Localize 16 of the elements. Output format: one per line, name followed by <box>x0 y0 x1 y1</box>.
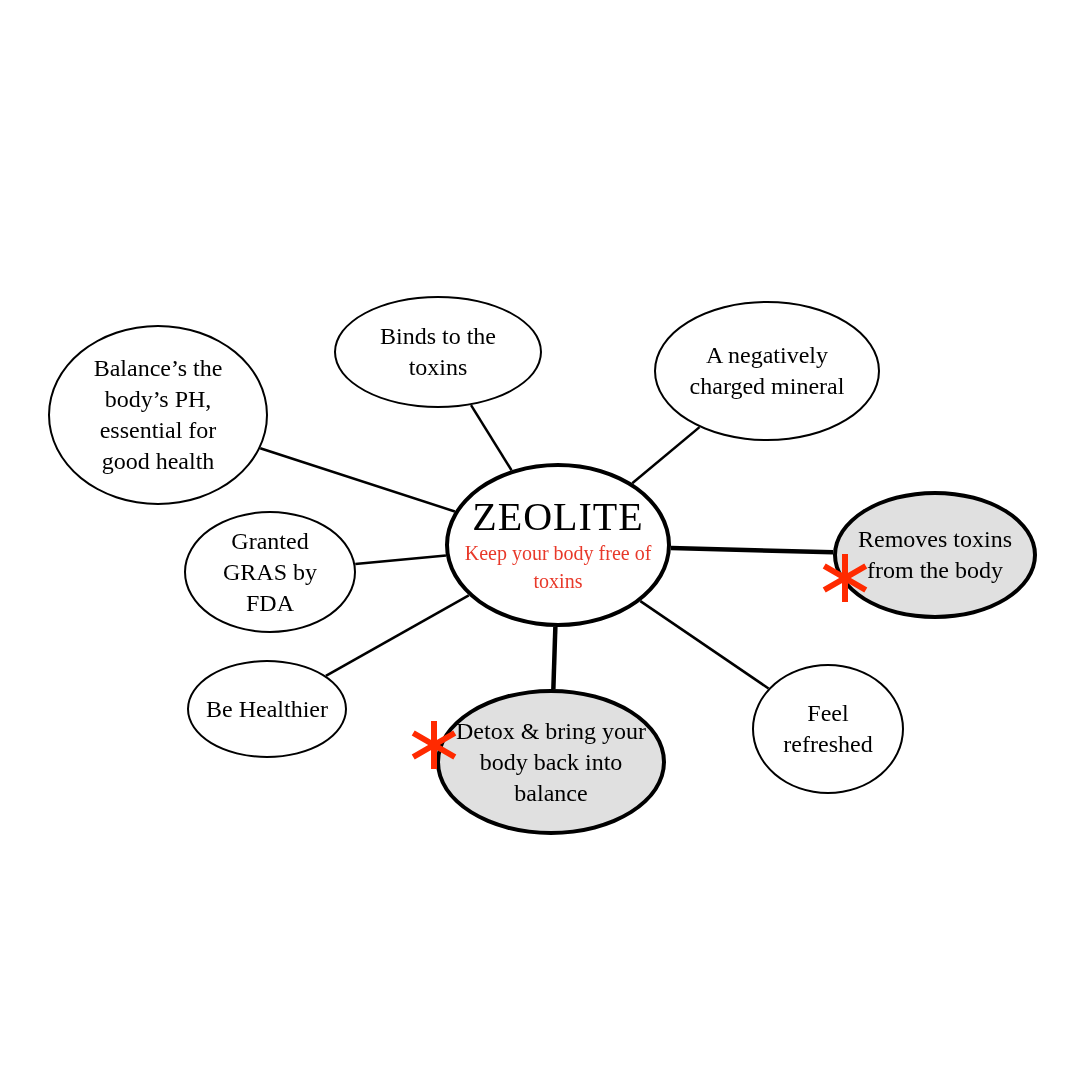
connector-line <box>639 600 770 690</box>
node-text: Detox & bring your body back into balance <box>455 716 647 808</box>
node-text: Granted GRAS by FDA <box>222 526 318 618</box>
node-text: A negatively charged mineral <box>688 341 846 401</box>
node-text: Removes toxins from the body <box>857 525 1013 585</box>
connector-line <box>670 545 834 555</box>
node-text: Balance’s the body’s PH, essential for good health <box>92 354 224 476</box>
node-text: Be Healthier <box>206 694 328 724</box>
connector-line <box>325 594 470 677</box>
node-text: Binds to the toxins <box>379 322 497 382</box>
connector-line <box>631 426 701 485</box>
subtitle-text: Keep your body free of toxins <box>463 541 653 594</box>
title-text: ZEOLITE <box>472 495 644 539</box>
node-text: Feel refreshed <box>782 699 874 759</box>
connector-line <box>551 626 558 690</box>
connector-line <box>355 554 447 566</box>
